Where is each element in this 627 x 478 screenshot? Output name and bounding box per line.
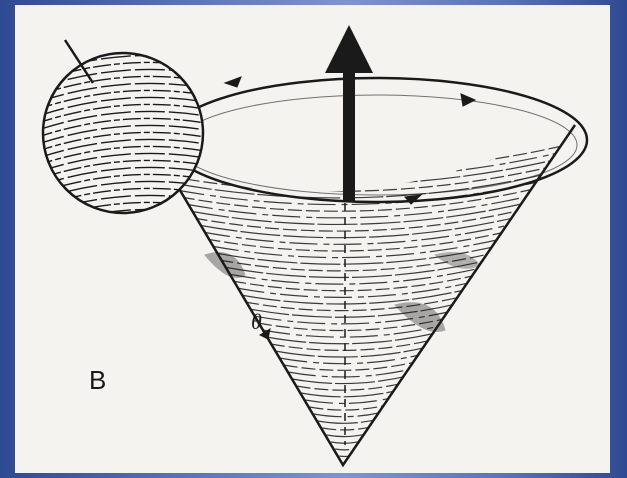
sphere-icon: [35, 40, 211, 229]
up-arrow-icon: [325, 25, 373, 202]
figure-panel: θ B: [15, 5, 610, 473]
cone-diagram: [15, 5, 610, 473]
cone-icon: [155, 77, 587, 465]
panel-label: B: [89, 365, 106, 396]
angle-label: θ: [251, 309, 262, 335]
